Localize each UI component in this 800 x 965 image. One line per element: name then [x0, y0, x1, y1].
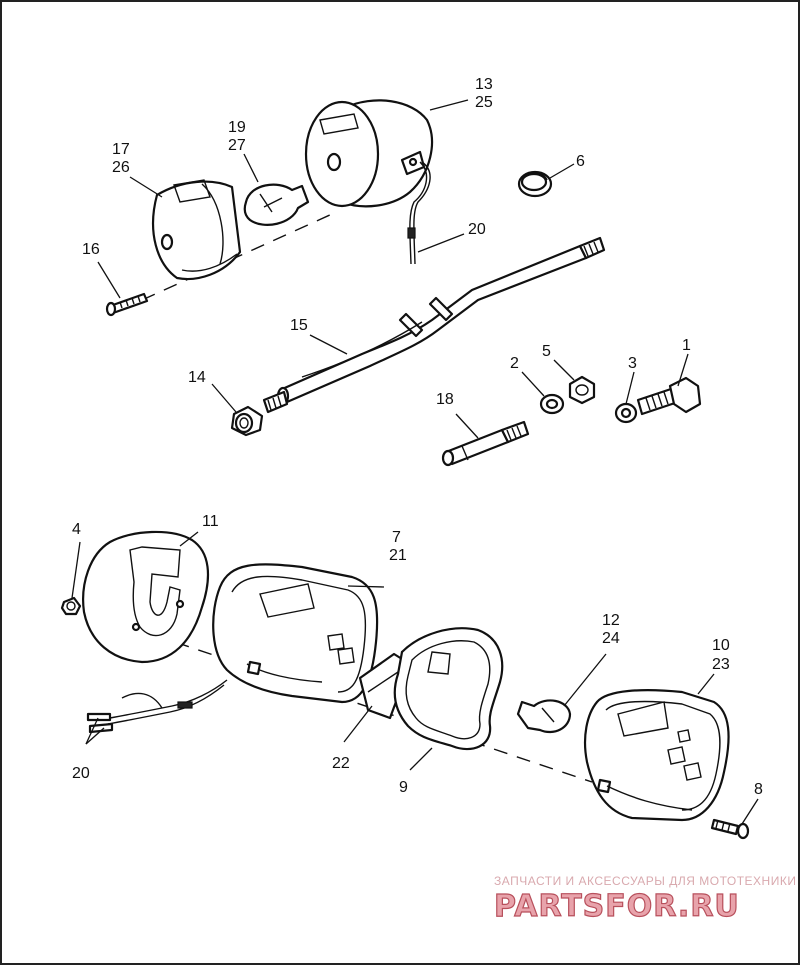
part-5-nut: [568, 375, 596, 405]
callout-2: 2: [510, 355, 519, 372]
part-16-screw: [105, 292, 149, 317]
callout-15: 15: [290, 317, 308, 334]
watermark-logo: ЗАПЧАСТИ И АКСЕССУАРЫ ДЛЯ МОТОТЕХНИКИ PA…: [493, 874, 796, 925]
watermark-tagline: ЗАПЧАСТИ И АКСЕССУАРЫ ДЛЯ МОТОТЕХНИКИ: [494, 874, 796, 888]
callout-24: 24: [602, 630, 620, 647]
callout-16: 16: [82, 241, 100, 258]
part-17-lens-housing: [152, 179, 242, 280]
part-2-washer: [539, 393, 565, 415]
callout-13: 13: [475, 76, 493, 93]
callout-6: 6: [576, 153, 585, 170]
part-12-bulb: [516, 699, 572, 734]
part-18-stud: [441, 420, 530, 467]
callout-23: 23: [712, 656, 730, 673]
callout-9: 9: [399, 779, 408, 796]
part-15-mounting-bar: [262, 236, 606, 414]
callout-4: 4: [72, 521, 81, 538]
part-3-washer: [614, 402, 638, 424]
callout-22: 22: [332, 755, 350, 772]
callout-5: 5: [542, 343, 551, 360]
callout-8: 8: [754, 781, 763, 798]
callout-20-upper: 20: [468, 221, 486, 238]
callout-labels: 1 2 3 4 5 6 7 8 9 10 11 12 13 14 15 16 1…: [72, 76, 763, 798]
part-13-lamp-body: [304, 99, 434, 265]
callout-12: 12: [602, 612, 620, 629]
part-1-bolt: [636, 376, 702, 416]
callout-20-lower: 20: [72, 765, 90, 782]
callout-10: 10: [712, 637, 730, 654]
callout-19: 19: [228, 119, 246, 136]
part-8-screw: [710, 818, 750, 840]
part-14-nut: [230, 405, 264, 437]
callout-11: 11: [202, 513, 219, 530]
callout-26: 26: [112, 159, 130, 176]
callout-21: 21: [389, 547, 407, 564]
callout-27: 27: [228, 137, 246, 154]
part-10-lens: [583, 689, 730, 822]
callout-1: 1: [682, 337, 691, 354]
callout-14: 14: [188, 369, 206, 386]
leader-lines: [71, 99, 759, 825]
part-20-wire-harness-lower: [86, 679, 228, 734]
callout-17: 17: [112, 141, 130, 158]
callout-7: 7: [392, 529, 401, 546]
part-19-bulb: [243, 183, 310, 226]
callout-25: 25: [475, 94, 493, 111]
watermark-brand: PARTSFOR.RU: [494, 889, 740, 924]
lower-assembly-axis-line: [129, 626, 593, 783]
part-7-tail-lamp-housing: [212, 563, 379, 704]
part-9-lens-gasket: [393, 627, 504, 751]
part-6-grommet: [517, 170, 553, 198]
callout-3: 3: [628, 355, 637, 372]
part-4-nut: [60, 596, 82, 616]
part-11-mounting-gasket: [82, 530, 209, 664]
callout-18: 18: [436, 391, 454, 408]
